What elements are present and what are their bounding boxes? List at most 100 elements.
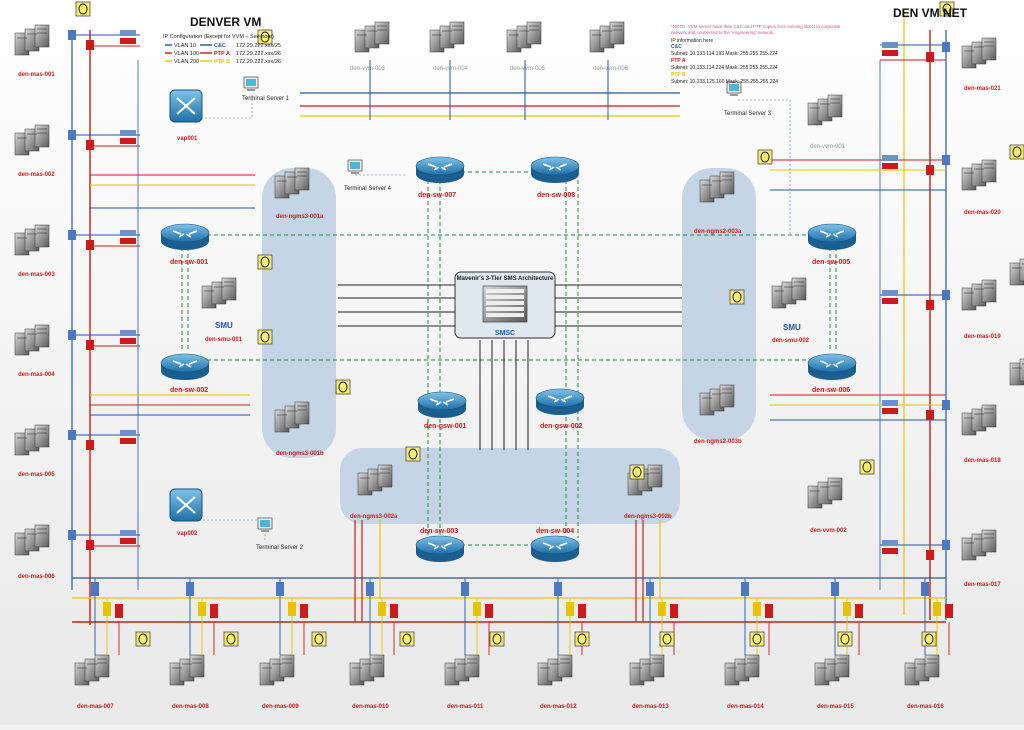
smu-title: SMU bbox=[783, 323, 801, 332]
port-tag bbox=[120, 338, 136, 344]
port-tag bbox=[882, 540, 898, 546]
port-tag bbox=[86, 240, 94, 250]
vap-label: vap001 bbox=[177, 136, 198, 142]
mas-server-icon bbox=[814, 654, 850, 686]
mas-left-column: den-mas-001 den-mas-002 den-mas-003 den-… bbox=[14, 24, 55, 580]
mas-label: den-mas-001 bbox=[18, 72, 55, 78]
ip-config-heading: IP Configuration (Except for VVM – See n… bbox=[163, 34, 274, 40]
port-tag bbox=[86, 140, 94, 150]
port-tag bbox=[120, 130, 136, 136]
port-block bbox=[300, 604, 308, 618]
ngms-label: den-ngms3-001b bbox=[276, 451, 324, 457]
port-block bbox=[753, 602, 761, 616]
port-block bbox=[366, 582, 374, 596]
port-tag bbox=[942, 155, 950, 165]
port-block bbox=[390, 604, 398, 618]
ngms-group-bottom bbox=[340, 448, 680, 524]
note-block: *NOTE: VVM server have their C&C and PTP… bbox=[671, 24, 841, 85]
mas-server-icon bbox=[629, 654, 665, 686]
ngms-label: den-ngms3-002a bbox=[350, 514, 398, 520]
port-tags bbox=[68, 30, 950, 560]
port-tag bbox=[926, 410, 934, 420]
port-tag bbox=[942, 400, 950, 410]
port-block bbox=[461, 582, 469, 596]
mas-label: den-mas-012 bbox=[540, 704, 577, 710]
ngms-label: den-ngms2-003b bbox=[694, 439, 742, 445]
ngms-label: den-ngms3-002b bbox=[624, 514, 672, 520]
mas-label: den-mas-014 bbox=[727, 704, 764, 710]
mas-server-icon bbox=[349, 654, 385, 686]
port-tag bbox=[120, 538, 136, 544]
port-tag bbox=[926, 300, 934, 310]
mas-bottom-row: den-mas-007 den-mas-008 den-mas-009 den-mas… bbox=[74, 578, 953, 710]
mas-label: den-mas-004 bbox=[18, 372, 55, 378]
switch-label: den-sw-008 bbox=[537, 192, 575, 199]
note-subnet: Subnet: 10.133.114.193 Mask: 255.255.255… bbox=[671, 51, 778, 57]
port-block bbox=[670, 604, 678, 618]
mas-label: den-mas-019 bbox=[964, 334, 1001, 340]
switch-label: den-gsw-002 bbox=[540, 423, 583, 430]
terminal-label: Terminal Server 2 bbox=[256, 545, 304, 551]
port-block bbox=[658, 602, 666, 616]
port-tag bbox=[120, 38, 136, 44]
port-tag bbox=[882, 50, 898, 56]
port-block bbox=[473, 602, 481, 616]
port-tag bbox=[86, 540, 94, 550]
port-tag bbox=[926, 52, 934, 62]
port-block bbox=[198, 602, 206, 616]
note-ptpb: PTP B bbox=[671, 72, 686, 78]
vvm-label: den-vvm-005 bbox=[510, 66, 546, 72]
note-line: network and connected to the 'engineerin… bbox=[671, 30, 775, 35]
port-tag bbox=[882, 298, 898, 304]
port-tag bbox=[120, 530, 136, 536]
port-tag bbox=[68, 30, 76, 40]
port-tag bbox=[120, 238, 136, 244]
smu-label: den-smu-002 bbox=[772, 338, 810, 344]
vlan-label: PTP B bbox=[214, 59, 230, 65]
port-tag bbox=[882, 42, 898, 48]
vvm-label: den-vvm-006 bbox=[593, 66, 629, 72]
mas-label: den-mas-003 bbox=[18, 272, 55, 278]
mas-label: den-mas-021 bbox=[964, 86, 1001, 92]
ngms-group-left bbox=[262, 168, 336, 458]
mas-label: den-mas-017 bbox=[964, 582, 1001, 588]
mas-label: den-mas-009 bbox=[262, 704, 299, 710]
vlan-label: PTP A bbox=[214, 51, 230, 57]
mas-label: den-mas-007 bbox=[77, 704, 114, 710]
note-subnet: Subnet: 10.133.114.224 Mask: 255.255.255… bbox=[671, 65, 778, 71]
port-block bbox=[933, 602, 941, 616]
port-tag bbox=[882, 548, 898, 554]
port-tag bbox=[68, 430, 76, 440]
vlan-label: C&C bbox=[214, 43, 226, 49]
note-heading: IP information here bbox=[671, 38, 713, 44]
note-subnet: Subnet: 10.133.125.160 Mask: 255.255.255… bbox=[671, 79, 778, 85]
vap-label: vap002 bbox=[177, 531, 198, 537]
port-block bbox=[855, 604, 863, 618]
ngms-label: den-ngms2-003a bbox=[694, 229, 742, 235]
port-block bbox=[276, 582, 284, 596]
switch-label: den-sw-006 bbox=[812, 387, 850, 394]
mas-server-icon bbox=[74, 654, 110, 686]
switch-label: den-sw-003 bbox=[420, 528, 458, 535]
port-block bbox=[578, 604, 586, 618]
port-block bbox=[210, 604, 218, 618]
mas-label: den-mas-008 bbox=[172, 704, 209, 710]
mas-label: den-mas-015 bbox=[817, 704, 854, 710]
mas-label: den-mas-020 bbox=[964, 210, 1001, 216]
switch-label: den-sw-007 bbox=[418, 192, 456, 199]
port-tag bbox=[68, 330, 76, 340]
mas-server-icon bbox=[724, 654, 760, 686]
port-tag bbox=[120, 438, 136, 444]
vlan-name: VLAN 10 bbox=[174, 43, 196, 49]
port-block bbox=[91, 582, 99, 596]
port-block bbox=[765, 604, 773, 618]
port-block bbox=[186, 582, 194, 596]
mas-label: den-mas-002 bbox=[18, 172, 55, 178]
smu-title: SMU bbox=[215, 321, 233, 330]
mas-server-icon bbox=[169, 654, 205, 686]
port-tag bbox=[86, 340, 94, 350]
port-block bbox=[945, 604, 953, 618]
mas-label: den-mas-005 bbox=[18, 472, 55, 478]
